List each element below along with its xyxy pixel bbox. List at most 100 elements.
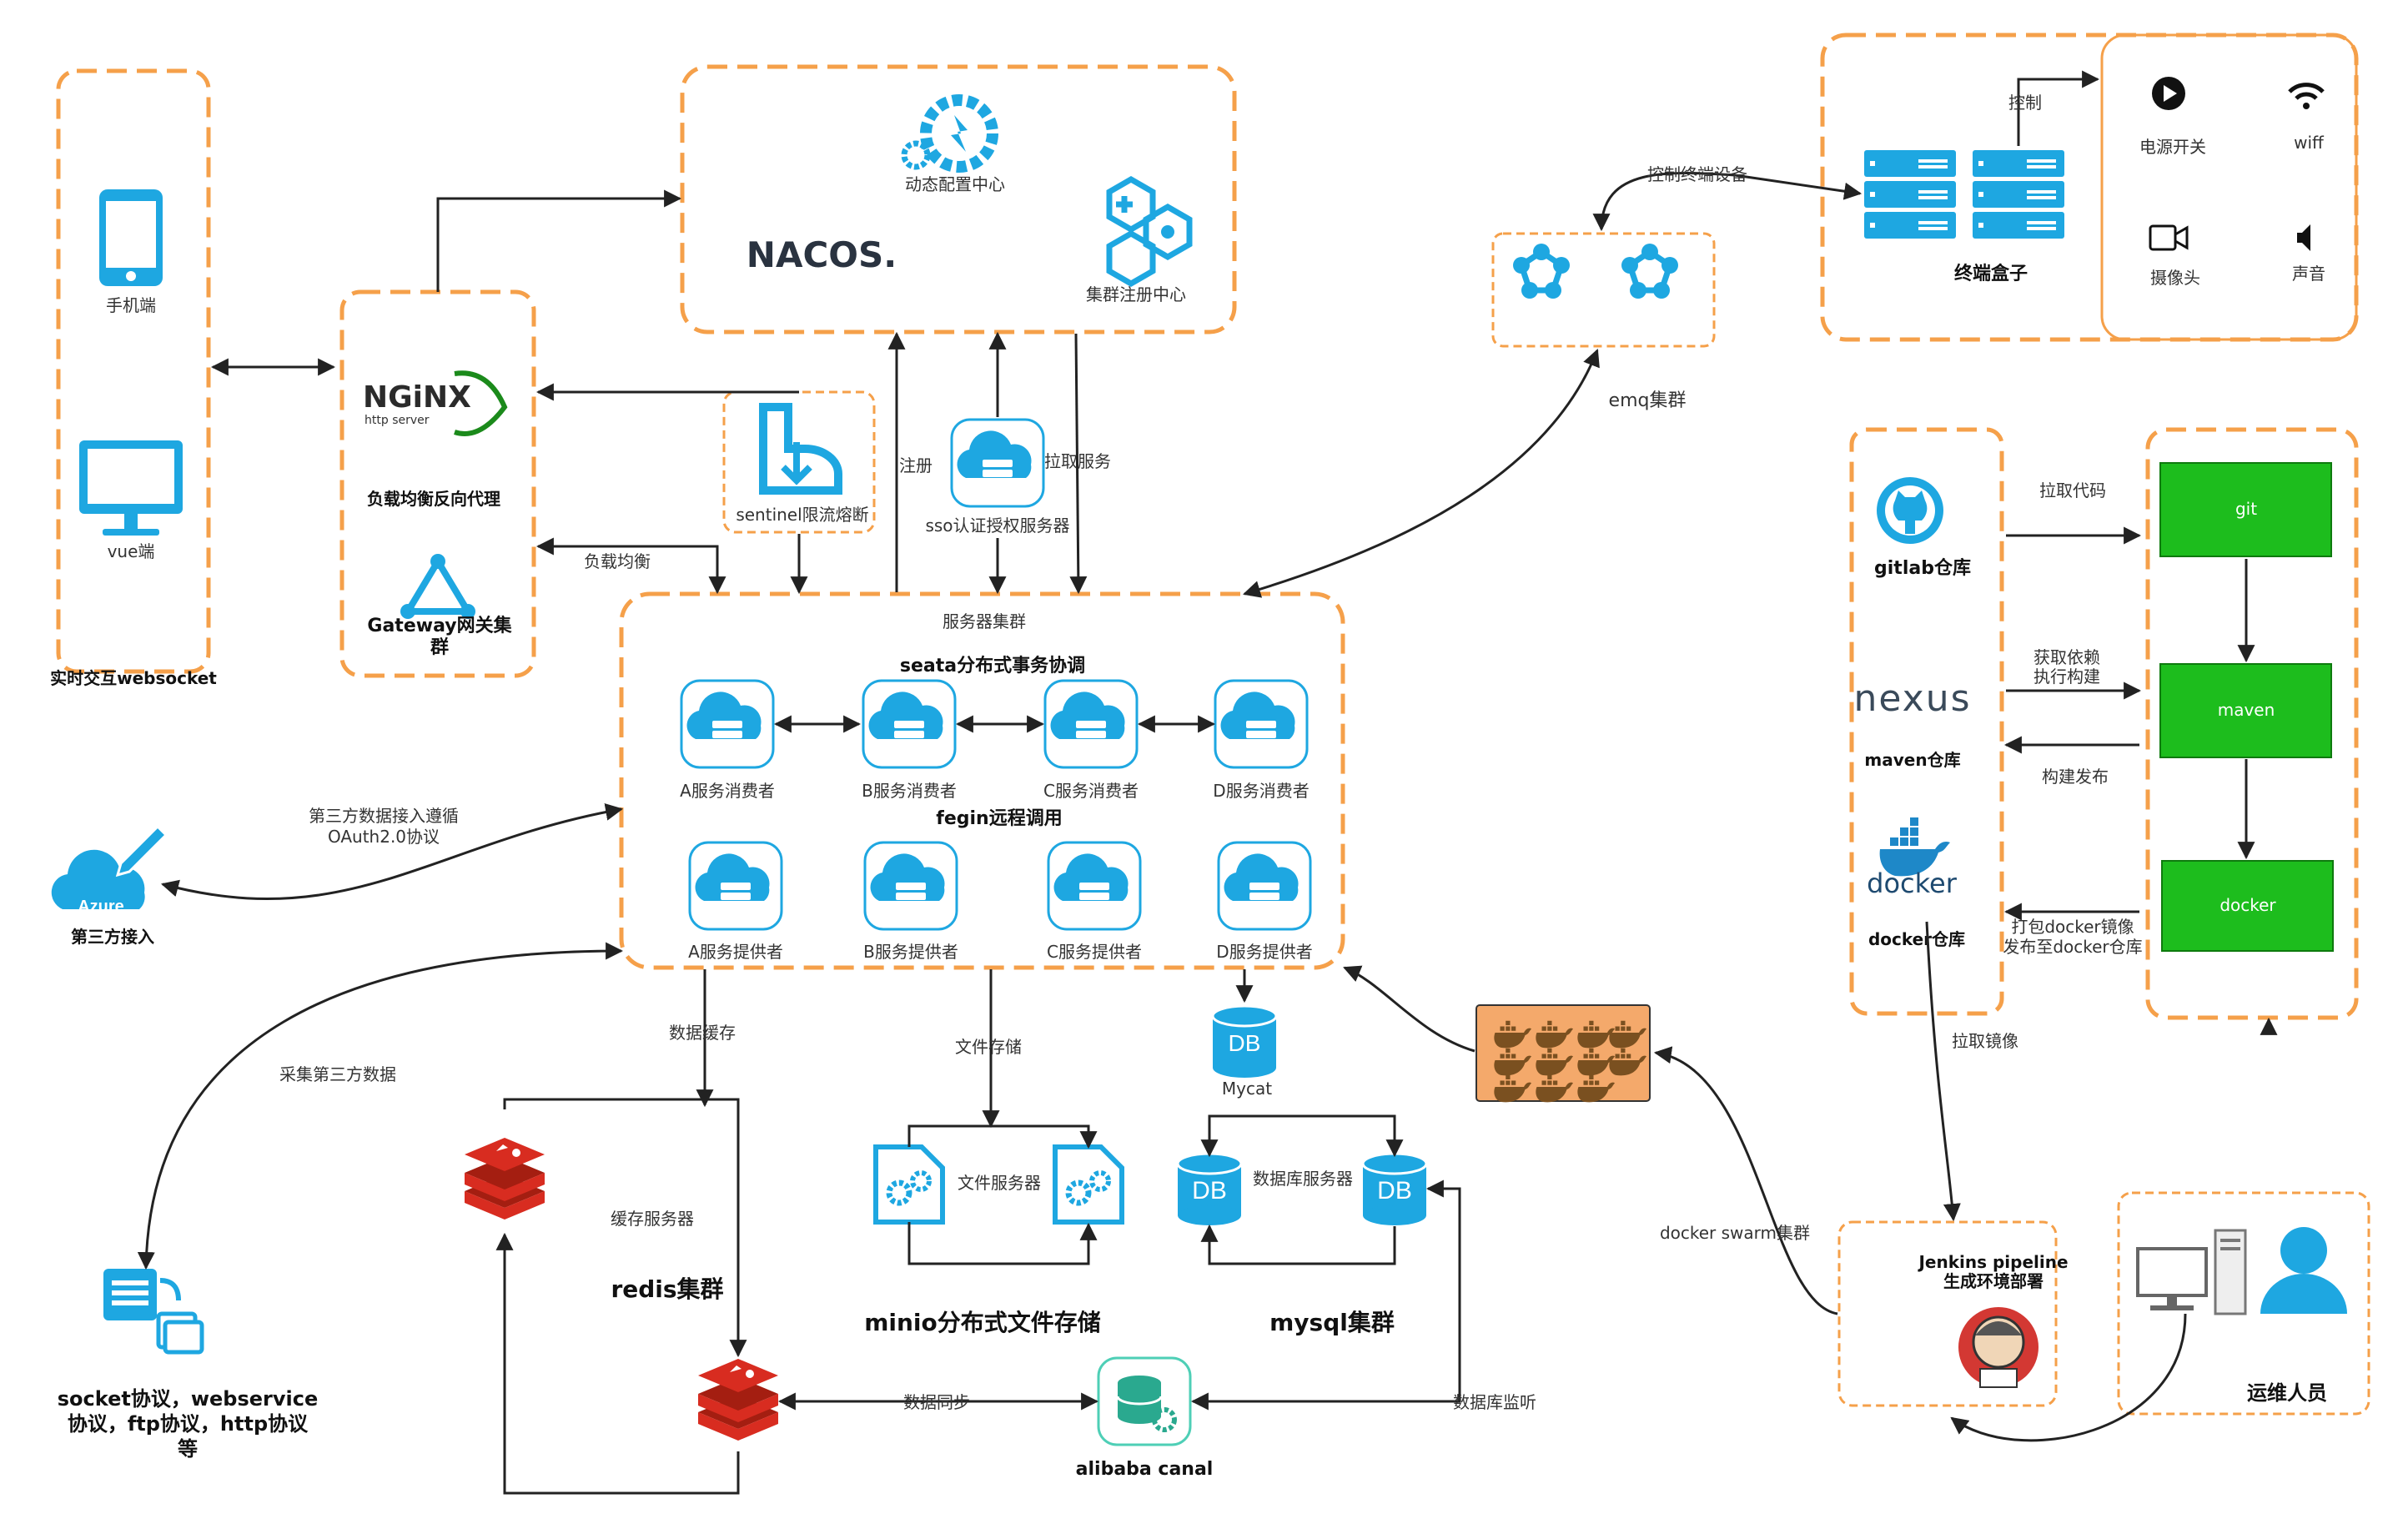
edge-minio-return [907,1222,1098,1265]
nexus-logo: nexus [1853,677,1971,720]
pack-docker-edge-label-1: 打包docker镜像 [2011,917,2134,937]
seata-label: seata分布式事务协调 [900,655,1085,676]
stage-git-box [2159,462,2332,557]
sso-label: sso认证授权服务器 [925,516,1069,536]
oauth-edge-label-1: 第三方数据接入遵循 [309,806,459,826]
wifi-icon [2288,83,2325,109]
provider-b-icon [863,841,958,931]
speaker-icon [2297,224,2310,251]
ops-label: 运维人员 [2247,1381,2327,1405]
jenkins-box [1837,1220,2058,1407]
build-publish-edge-label: 构建发布 [2042,767,2109,787]
jenkins-label-line1: Jenkins pipeline [1917,1252,2068,1272]
edge-emq-cluster [1242,349,1600,598]
terminal-box-label: 终端盒子 [1954,263,2028,284]
docker-whale-icon [1879,817,1950,877]
docker-repo-label: docker仓库 [1868,929,1965,949]
pull-image-edge-label: 拉取镜像 [1952,1031,2018,1051]
svg-text:http server: http server [364,414,430,427]
consumer-a-label: A服务消费者 [680,781,775,801]
edge-redis-return [495,1232,740,1495]
redis-server-label: 缓存服务器 [611,1209,694,1229]
consumer-b-icon [862,679,957,769]
desktop-monitor-icon [79,440,183,536]
gateway-triangle-icon [400,554,475,619]
db-server-label: 数据库服务器 [1253,1169,1353,1189]
edge-db-return [1200,1224,1396,1265]
consumer-a-icon [680,679,775,769]
mycat-db-icon: DB [1211,1004,1278,1079]
edge-collect-third [137,942,624,1270]
registry-hexagon-icon [1106,175,1193,288]
collect-third-edge-label: 采集第三方数据 [279,1064,396,1084]
docker-swarm-edge-label: docker swarm集群 [1660,1223,1810,1243]
mysql-cluster-label: mysql集群 [1269,1309,1395,1336]
svg-text:DB: DB [1377,1177,1412,1205]
consumer-c-label: C服务消费者 [1043,781,1139,801]
provider-d-label: D服务提供者 [1216,942,1312,962]
mobile-label: 手机端 [106,295,156,315]
stage-maven-label: maven [2218,700,2275,720]
protocol-line-3: 等 [178,1437,198,1461]
protocol-line-2: 协议，ftp协议，http协议 [68,1412,309,1436]
stage-git-label: git [2235,499,2257,519]
edge-redis-loop [503,1098,747,1358]
file-server-left-icon [876,1147,943,1222]
sound-label: 声音 [2292,264,2325,284]
terminal-server-right-icon [1973,150,2064,239]
ops-box [2117,1191,2370,1416]
registry-center-label: 集群注册中心 [1086,284,1186,304]
edge-minio-loop [907,1124,1098,1149]
terminal-server-left-icon [1864,150,1956,239]
third-party-label: 第三方接入 [71,927,154,947]
mycat-label: Mycat [1222,1079,1272,1099]
stage-docker-box [2161,860,2334,952]
edge-control [2017,70,2100,146]
oauth-edge-label-2: OAuth2.0协议 [328,827,440,847]
jenkins-butler-icon [1958,1307,2039,1388]
camera-icon [2149,224,2189,251]
edge-third-party [160,802,624,901]
svg-text:DB: DB [1229,1030,1261,1056]
emq-box [1491,232,1716,348]
camera-label: 摄像头 [2150,268,2200,288]
file-store-edge-label: 文件存储 [955,1037,1022,1057]
fegin-label: fegin远程调用 [936,808,1062,829]
canal-icon [1097,1356,1192,1446]
gateway-label-line2: 群 [430,636,449,658]
sentinel-box [722,390,876,534]
terminal-inner-box [2100,33,2358,341]
sso-cloud-icon [950,418,1045,508]
ops-computer-icon [2136,1229,2247,1315]
vue-label: vue端 [108,541,155,561]
edge-emq-terminal [1592,172,1863,232]
docker-logo-text: docker [1867,868,1958,899]
github-cat-icon [1877,477,1943,544]
control-device-edge-label: 控制终端设备 [1647,164,1747,184]
cluster-title: 服务器集群 [943,611,1026,631]
db-left-icon: DB [1176,1152,1243,1227]
consumer-d-label: D服务消费者 [1213,781,1309,801]
maven-repo-label: maven仓库 [1864,750,1960,770]
register-edge-label: 注册 [899,455,933,475]
nacos-logo: NACOS. [747,234,897,275]
clients-box [56,68,211,674]
ops-person-icon [2260,1227,2347,1314]
minio-cluster-label: minio分布式文件存储 [864,1309,1101,1336]
docker-swarm-block [1475,1004,1651,1103]
gitlab-repo-label: gitlab仓库 [1874,557,1971,579]
load-balance-edge-label: 负载均衡 [584,551,651,571]
provider-b-label: B服务提供者 [863,942,958,962]
config-gear-icon [901,94,998,173]
wifi-label: wiff [2294,133,2325,153]
consumer-b-label: B服务消费者 [862,781,957,801]
edge-pull-image [1925,921,1961,1222]
protocol-line-1: socket协议，webservice [58,1387,318,1411]
redis-top-icon [465,1138,545,1220]
get-deps-edge-label-2: 执行构建 [2033,666,2100,687]
get-deps-edge-label-1: 获取依赖 [2033,647,2100,667]
jenkins-label-line2: 生成环境部署 [1943,1271,2044,1291]
provider-c-label: C服务提供者 [1047,942,1142,962]
db-right-icon: DB [1361,1152,1428,1227]
svg-text:NGiNX: NGiNX [363,380,471,415]
